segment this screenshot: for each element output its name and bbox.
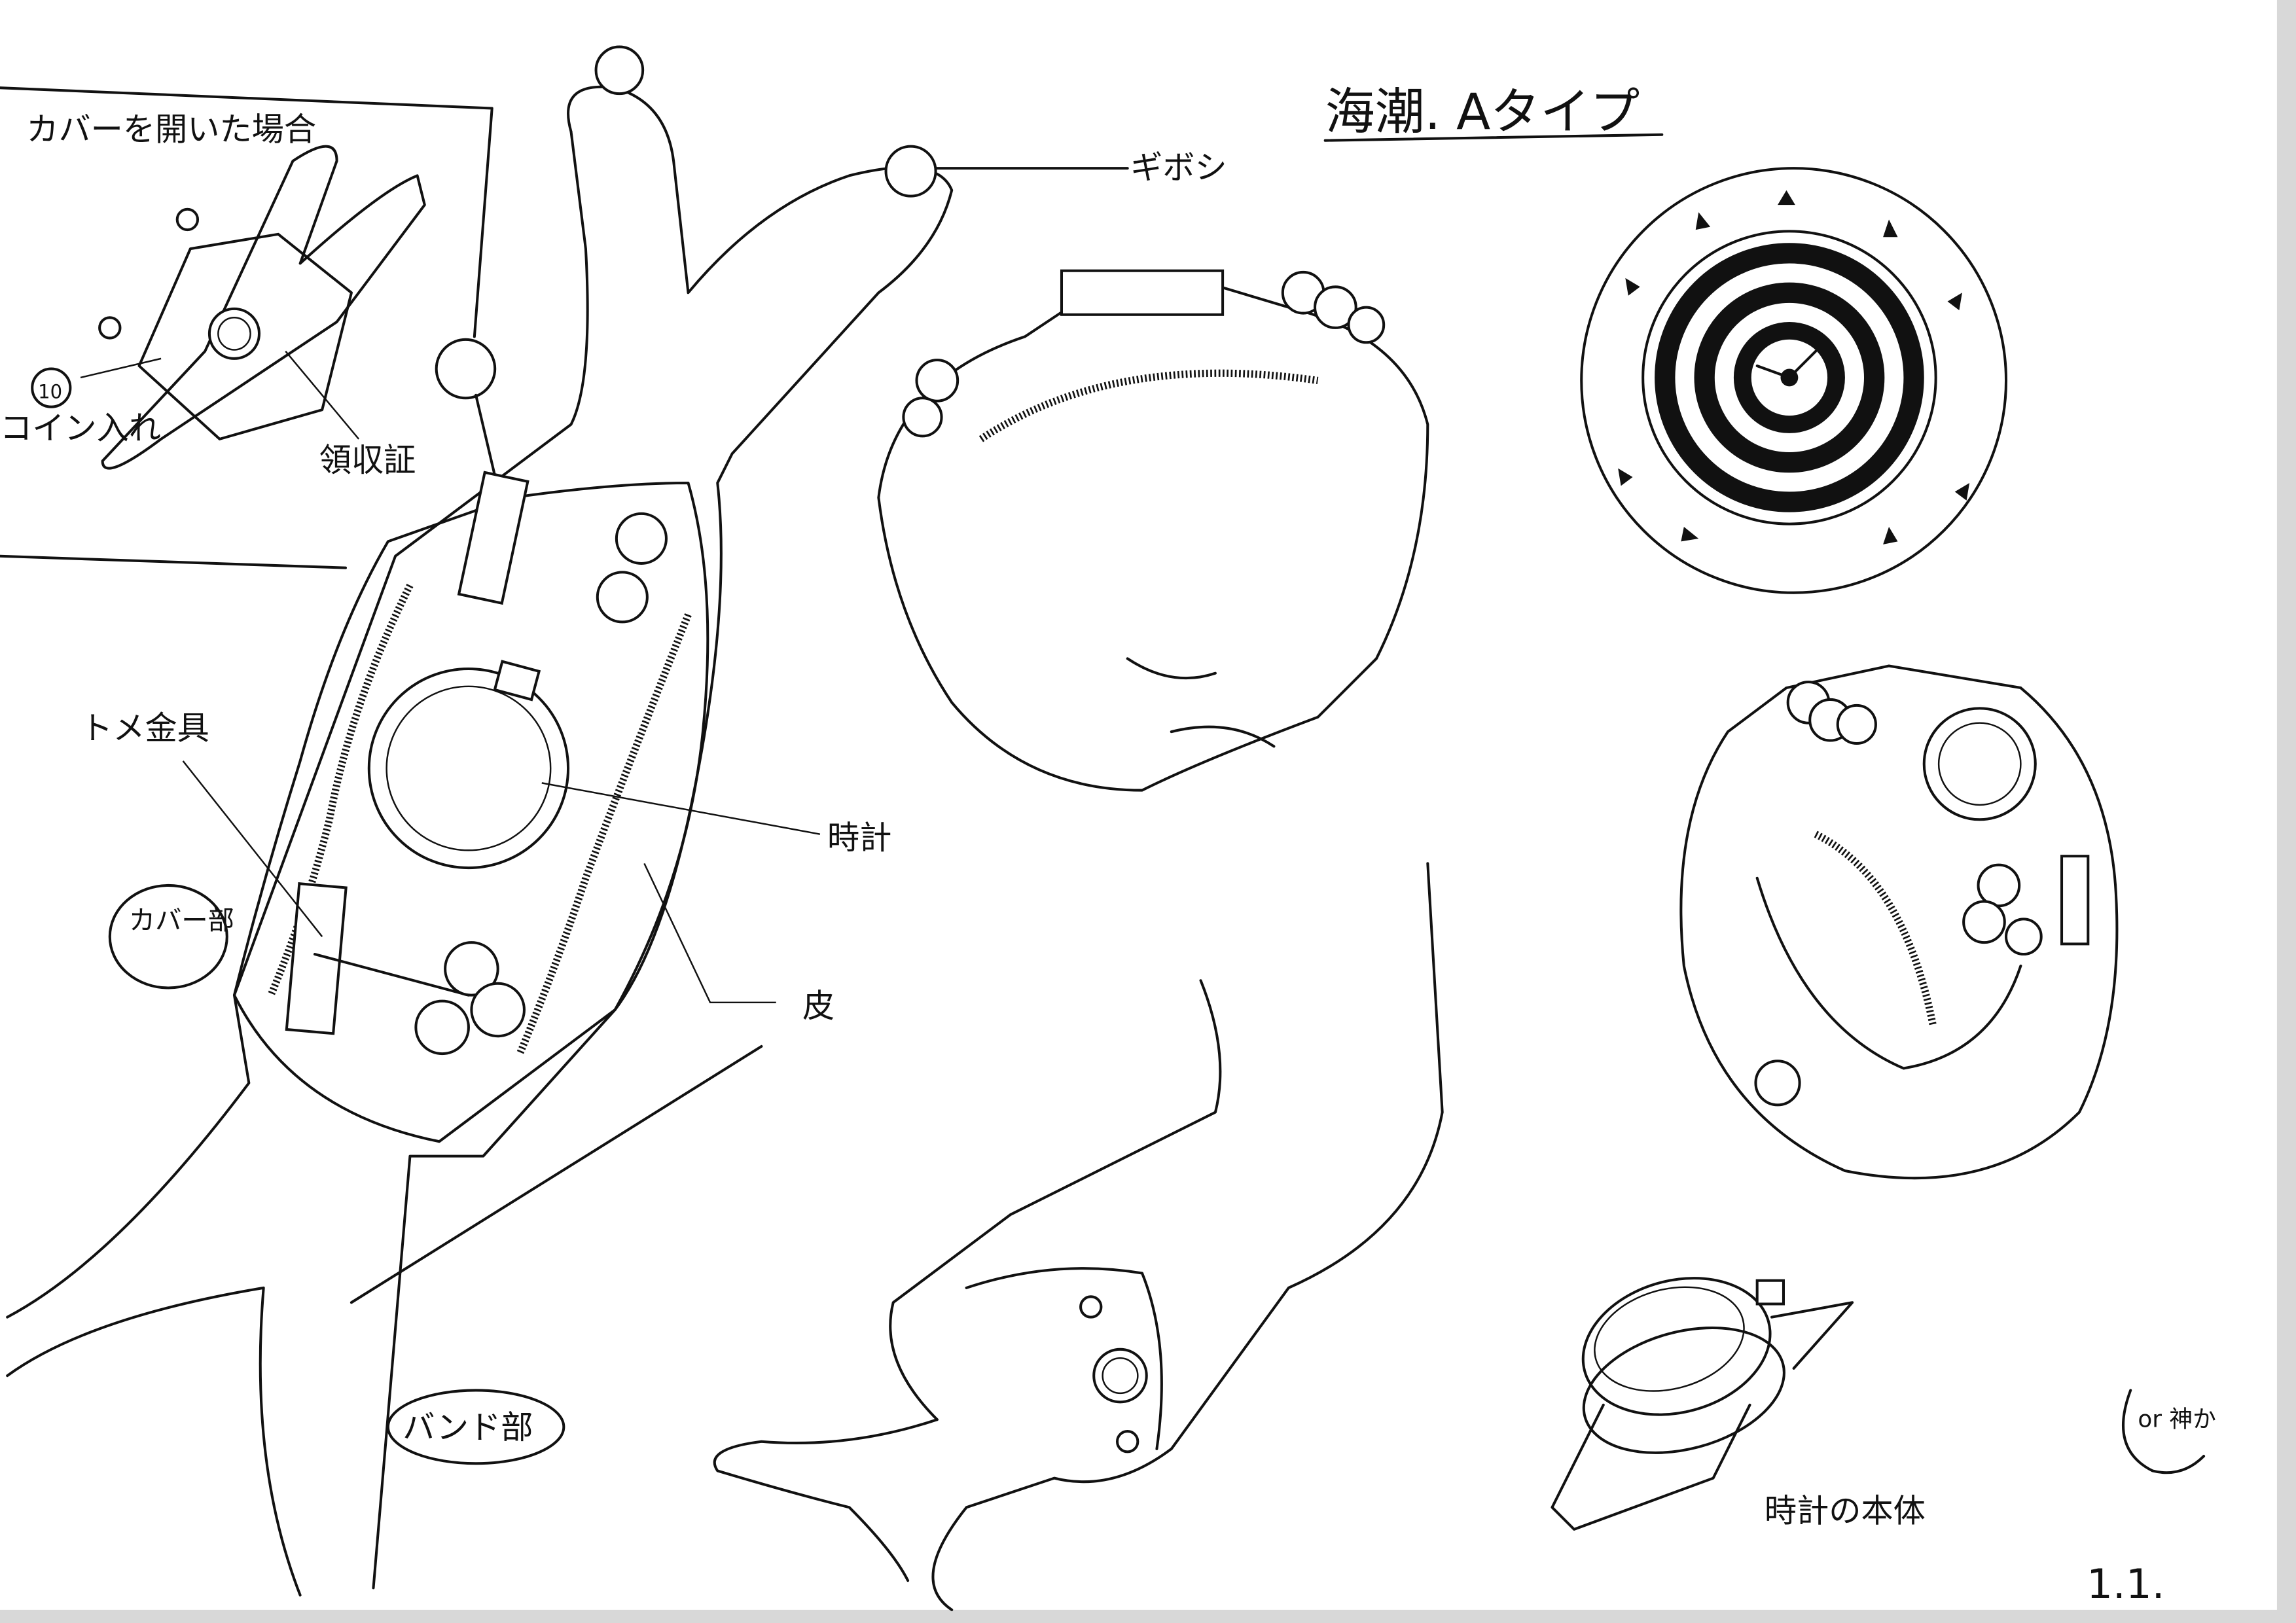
forearm-view	[713, 862, 1444, 1611]
label-leather: 皮	[802, 987, 834, 1025]
coin-circle	[31, 367, 72, 408]
inset-cover-open: カバーを開いた場合 10 コイン入れ 領収証	[0, 86, 493, 569]
cover-part-bubble	[108, 883, 228, 990]
corner-note: or 神か	[2138, 1406, 2216, 1433]
label-watch-body: 時計の本体	[1765, 1492, 1926, 1530]
sheet-title: 海潮. Aタイプ	[1325, 82, 1640, 141]
watch-body-view: 時計の本体	[1551, 1277, 1926, 1531]
band-part-bubble	[386, 1389, 565, 1465]
arm-with-watch: ギボシ 時計 皮 トメ金具 カバー部 バンド部	[6, 45, 1227, 1597]
label-receipt: 領収証	[319, 441, 416, 479]
label-watch: 時計	[827, 819, 891, 857]
label-cover-open: カバーを開いた場合	[26, 111, 316, 149]
watch-face	[367, 667, 570, 870]
label-coin-purse: コイン入れ	[0, 409, 161, 447]
page-number: 1.1.	[2087, 1560, 2165, 1608]
svg-text:10: 10	[38, 380, 62, 402]
spiral-dial	[1580, 167, 2008, 594]
band-angled-view	[1679, 664, 2119, 1180]
band-view	[877, 269, 1429, 792]
paper-edge-bottom	[0, 1609, 2296, 1623]
paper-edge	[2276, 0, 2296, 1623]
label-giboshi: ギボシ	[1130, 149, 1227, 187]
label-cover-part: カバー部	[129, 906, 234, 936]
label-band-part: バンド部	[403, 1408, 533, 1446]
title-underline	[1323, 133, 1664, 142]
label-clasp: トメ金具	[81, 709, 209, 747]
corner-note-arc	[2122, 1389, 2206, 1474]
